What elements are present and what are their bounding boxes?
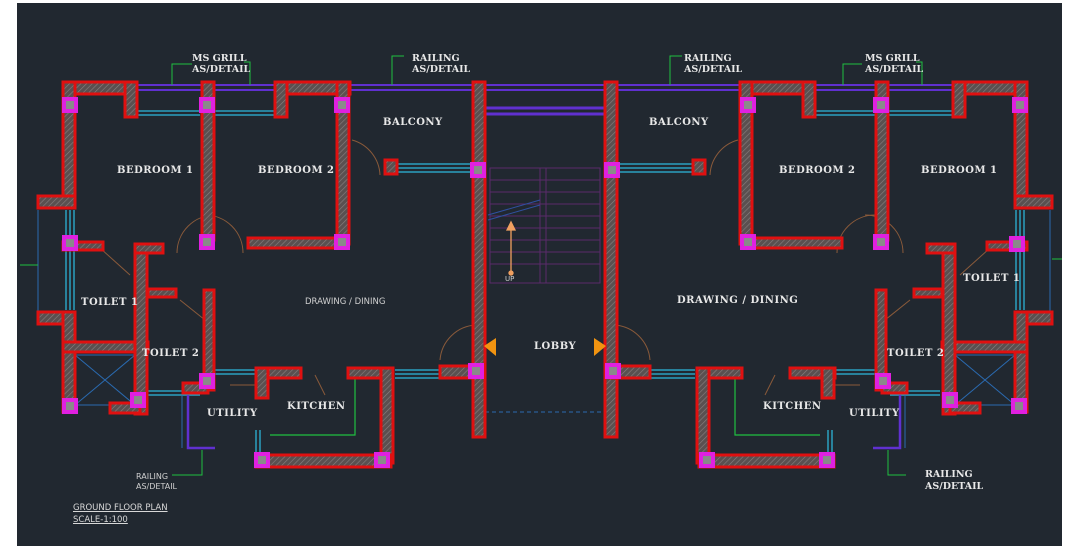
- right-marker-icon: [594, 338, 606, 356]
- stair-up-arrow-icon: [505, 220, 517, 276]
- floor-plan-drawing: [20, 55, 1062, 476]
- right-railing-top-note-line2: AS/DETAIL: [684, 64, 743, 75]
- left-ms-grill-note-line2: AS/DETAIL: [192, 64, 251, 75]
- left-toilet1-label: TOILET 1: [81, 297, 139, 308]
- lobby-door-markers: [484, 338, 606, 356]
- left-kitchen-label: KITCHEN: [287, 401, 346, 412]
- walls: [36, 80, 1054, 469]
- leader-lines: [20, 55, 1062, 476]
- right-railing-bottom-note-line1: RAILING: [925, 469, 973, 480]
- right-ms-grill-note-line2: AS/DETAIL: [865, 64, 924, 75]
- left-railing-top-note-line2: AS/DETAIL: [412, 64, 471, 75]
- staircase: [487, 167, 601, 284]
- left-railing-top-note-line1: RAILING: [412, 53, 460, 64]
- right-kitchen-label: KITCHEN: [763, 401, 822, 412]
- stair-up-label: UP: [505, 275, 515, 283]
- left-drawing-dining-label: DRAWING / DINING: [305, 297, 386, 307]
- right-railing-bottom-note-line2: AS/DETAIL: [925, 481, 984, 492]
- left-railing-bottom-note-line2: AS/DETAIL: [136, 482, 178, 491]
- right-bedroom1-label: BEDROOM 1: [921, 165, 998, 176]
- drawing-title: GROUND FLOOR PLAN: [73, 503, 168, 513]
- left-bedroom2-label: BEDROOM 2: [258, 165, 335, 176]
- right-drawing-dining-label: DRAWING / DINING: [677, 295, 799, 306]
- door-swings: [99, 139, 991, 396]
- left-railing-bottom-note-line1: RAILING: [136, 472, 169, 481]
- drawing-scale: SCALE-1:100: [73, 515, 128, 525]
- right-toilet1-label: TOILET 1: [963, 273, 1021, 284]
- left-ms-grill-note-line1: MS GRILL: [192, 53, 247, 64]
- left-toilet2-label: TOILET 2: [142, 348, 200, 359]
- right-toilet2-label: TOILET 2: [887, 348, 945, 359]
- left-marker-icon: [484, 338, 496, 356]
- drawing-canvas: MS GRILL AS/DETAIL RAILING AS/DETAIL BAL…: [17, 3, 1062, 546]
- right-bedroom2-label: BEDROOM 2: [779, 165, 856, 176]
- left-balcony-label: BALCONY: [383, 117, 443, 128]
- left-bedroom1-label: BEDROOM 1: [117, 165, 194, 176]
- top-railing: [65, 84, 1025, 116]
- right-balcony-label: BALCONY: [649, 117, 709, 128]
- left-utility-label: UTILITY: [207, 408, 258, 419]
- lobby-label: LOBBY: [534, 341, 577, 352]
- right-ms-grill-note-line1: MS GRILL: [865, 53, 920, 64]
- right-railing-top-note-line1: RAILING: [684, 53, 732, 64]
- right-utility-label: UTILITY: [849, 408, 900, 419]
